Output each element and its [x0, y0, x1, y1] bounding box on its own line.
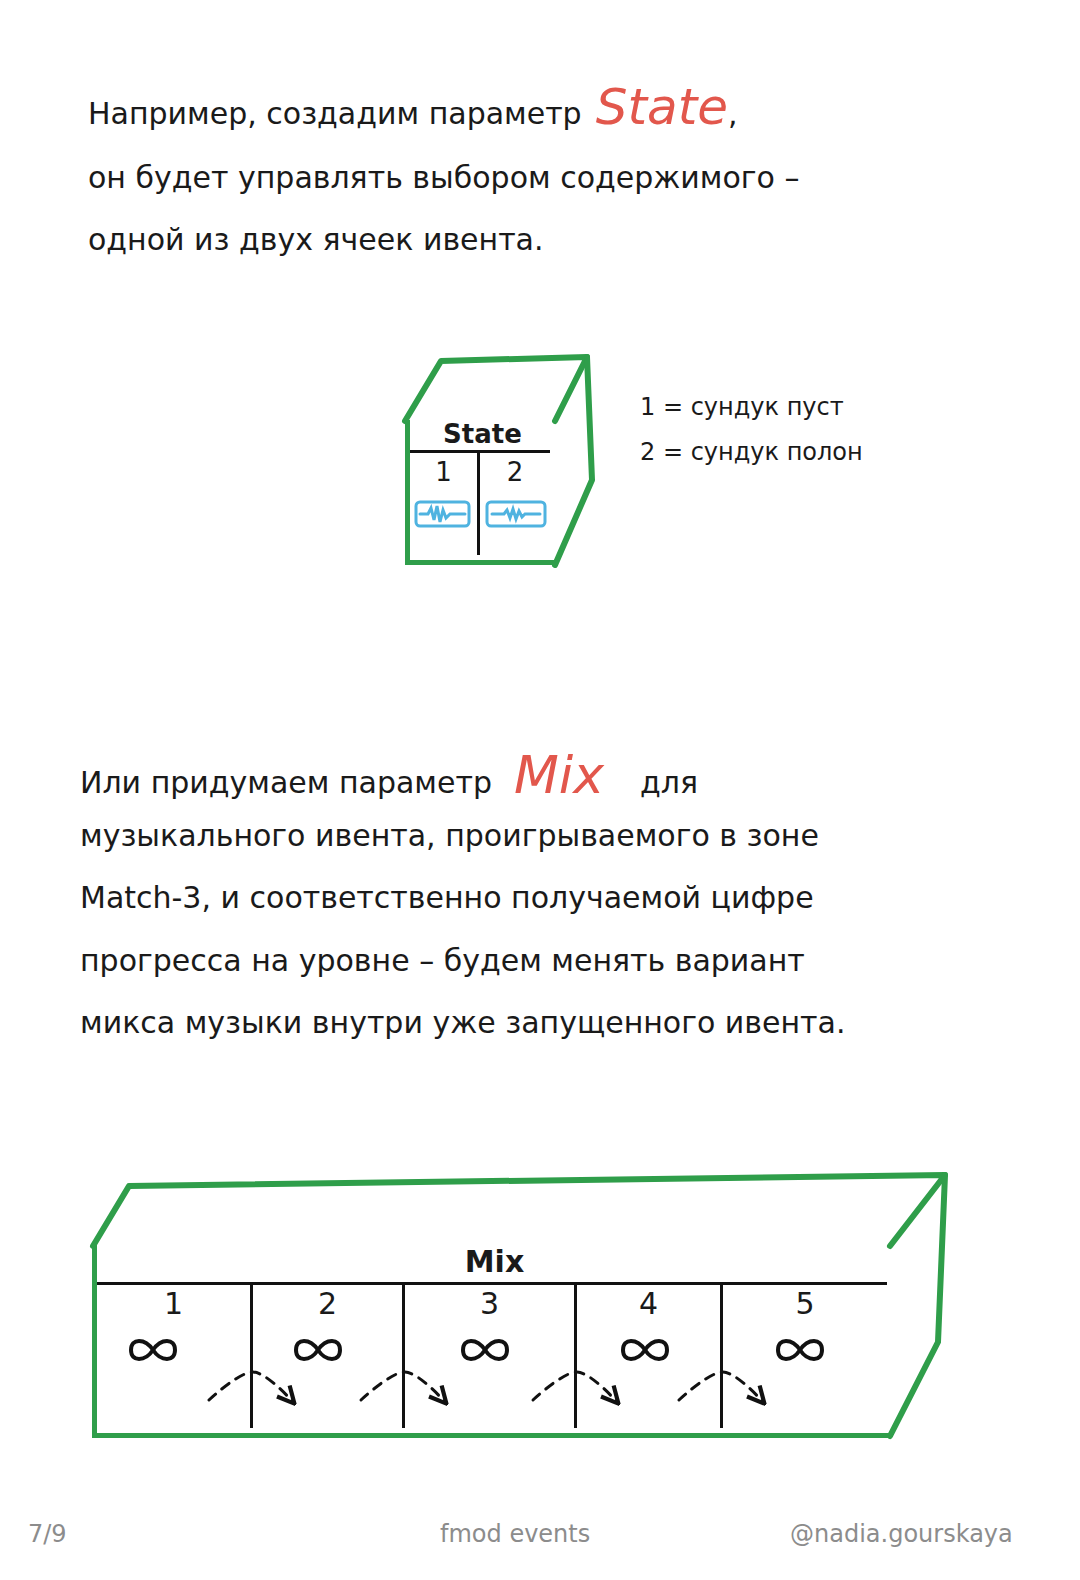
text-line: Например, создадим параметр State, [88, 78, 738, 136]
cell-number: 4 [577, 1285, 720, 1321]
text: @nadia.gourskaya [790, 1520, 1013, 1548]
cell: 5 [723, 1282, 887, 1428]
box-heading: State [410, 420, 555, 448]
loop-symbol [296, 1341, 340, 1359]
cell-number: 2 [480, 453, 550, 489]
text-line: 1 = сундук пуст [640, 393, 844, 421]
text: 2 = сундук полон [640, 438, 863, 466]
box-top-face [93, 1175, 945, 1246]
text: Match-3, и соответственно получаемой циф… [80, 880, 814, 915]
box-side-face [890, 1175, 945, 1436]
parameter-name: State [596, 78, 728, 136]
sound-icon [487, 502, 545, 526]
box-heading: Mix [97, 1244, 892, 1280]
text-line: музыкального ивента, проигрываемого в зо… [80, 818, 819, 853]
text: музыкального ивента, проигрываемого в зо… [80, 818, 819, 853]
parameter-name: Mix [514, 745, 604, 805]
text: одной из двух ячеек ивента. [88, 222, 544, 257]
cube-side-face [555, 357, 592, 565]
text-line: Match-3, и соответственно получаемой циф… [80, 880, 814, 915]
sound-icon [416, 502, 469, 526]
cell: 1 [410, 450, 480, 555]
loop-symbol [778, 1341, 822, 1359]
loop-symbol [131, 1341, 175, 1359]
loop-symbol [463, 1341, 507, 1359]
cell: 1 [97, 1282, 253, 1428]
parameter-box: State 12 [405, 420, 555, 565]
text-line: @nadia.gourskaya [790, 1520, 1013, 1548]
text: Например, создадим параметр [88, 96, 582, 131]
waveform [492, 509, 540, 519]
text: 1 = сундук пуст [640, 393, 844, 421]
text-line: одной из двух ячеек ивента. [88, 222, 544, 257]
cell: 2 [480, 450, 550, 555]
text: прогресса на уровне – будем менять вариа… [80, 943, 805, 978]
text: для [640, 765, 698, 800]
text-line: он будет управлять выбором содержимого – [88, 160, 799, 195]
text: fmod events [440, 1520, 590, 1548]
cell-number: 1 [97, 1285, 250, 1321]
cell: 3 [405, 1282, 577, 1428]
loop-symbol [623, 1341, 667, 1359]
text: Или придумаем параметр [80, 765, 492, 800]
text: 7/9 [28, 1520, 67, 1548]
parameter-box: Mix 12345 [92, 1244, 892, 1438]
text: он будет управлять выбором содержимого – [88, 160, 799, 195]
cell-number: 5 [723, 1285, 887, 1321]
text-line: 7/9 [28, 1520, 67, 1548]
text: микса музыки внутри уже запущенного ивен… [80, 1005, 846, 1040]
cell: 2 [253, 1282, 405, 1428]
waveform [420, 506, 465, 522]
cell: 4 [577, 1282, 723, 1428]
text-line: прогресса на уровне – будем менять вариа… [80, 943, 805, 978]
cell-number: 2 [253, 1285, 402, 1321]
text-line: 2 = сундук полон [640, 438, 863, 466]
text-line: fmod events [440, 1520, 590, 1548]
text: , [728, 96, 738, 131]
cube-top-face [405, 357, 587, 421]
text-line: Или придумаем параметр Mix для [80, 745, 698, 805]
text-line: микса музыки внутри уже запущенного ивен… [80, 1005, 846, 1040]
cell-number: 3 [405, 1285, 574, 1321]
cell-number: 1 [410, 453, 477, 489]
